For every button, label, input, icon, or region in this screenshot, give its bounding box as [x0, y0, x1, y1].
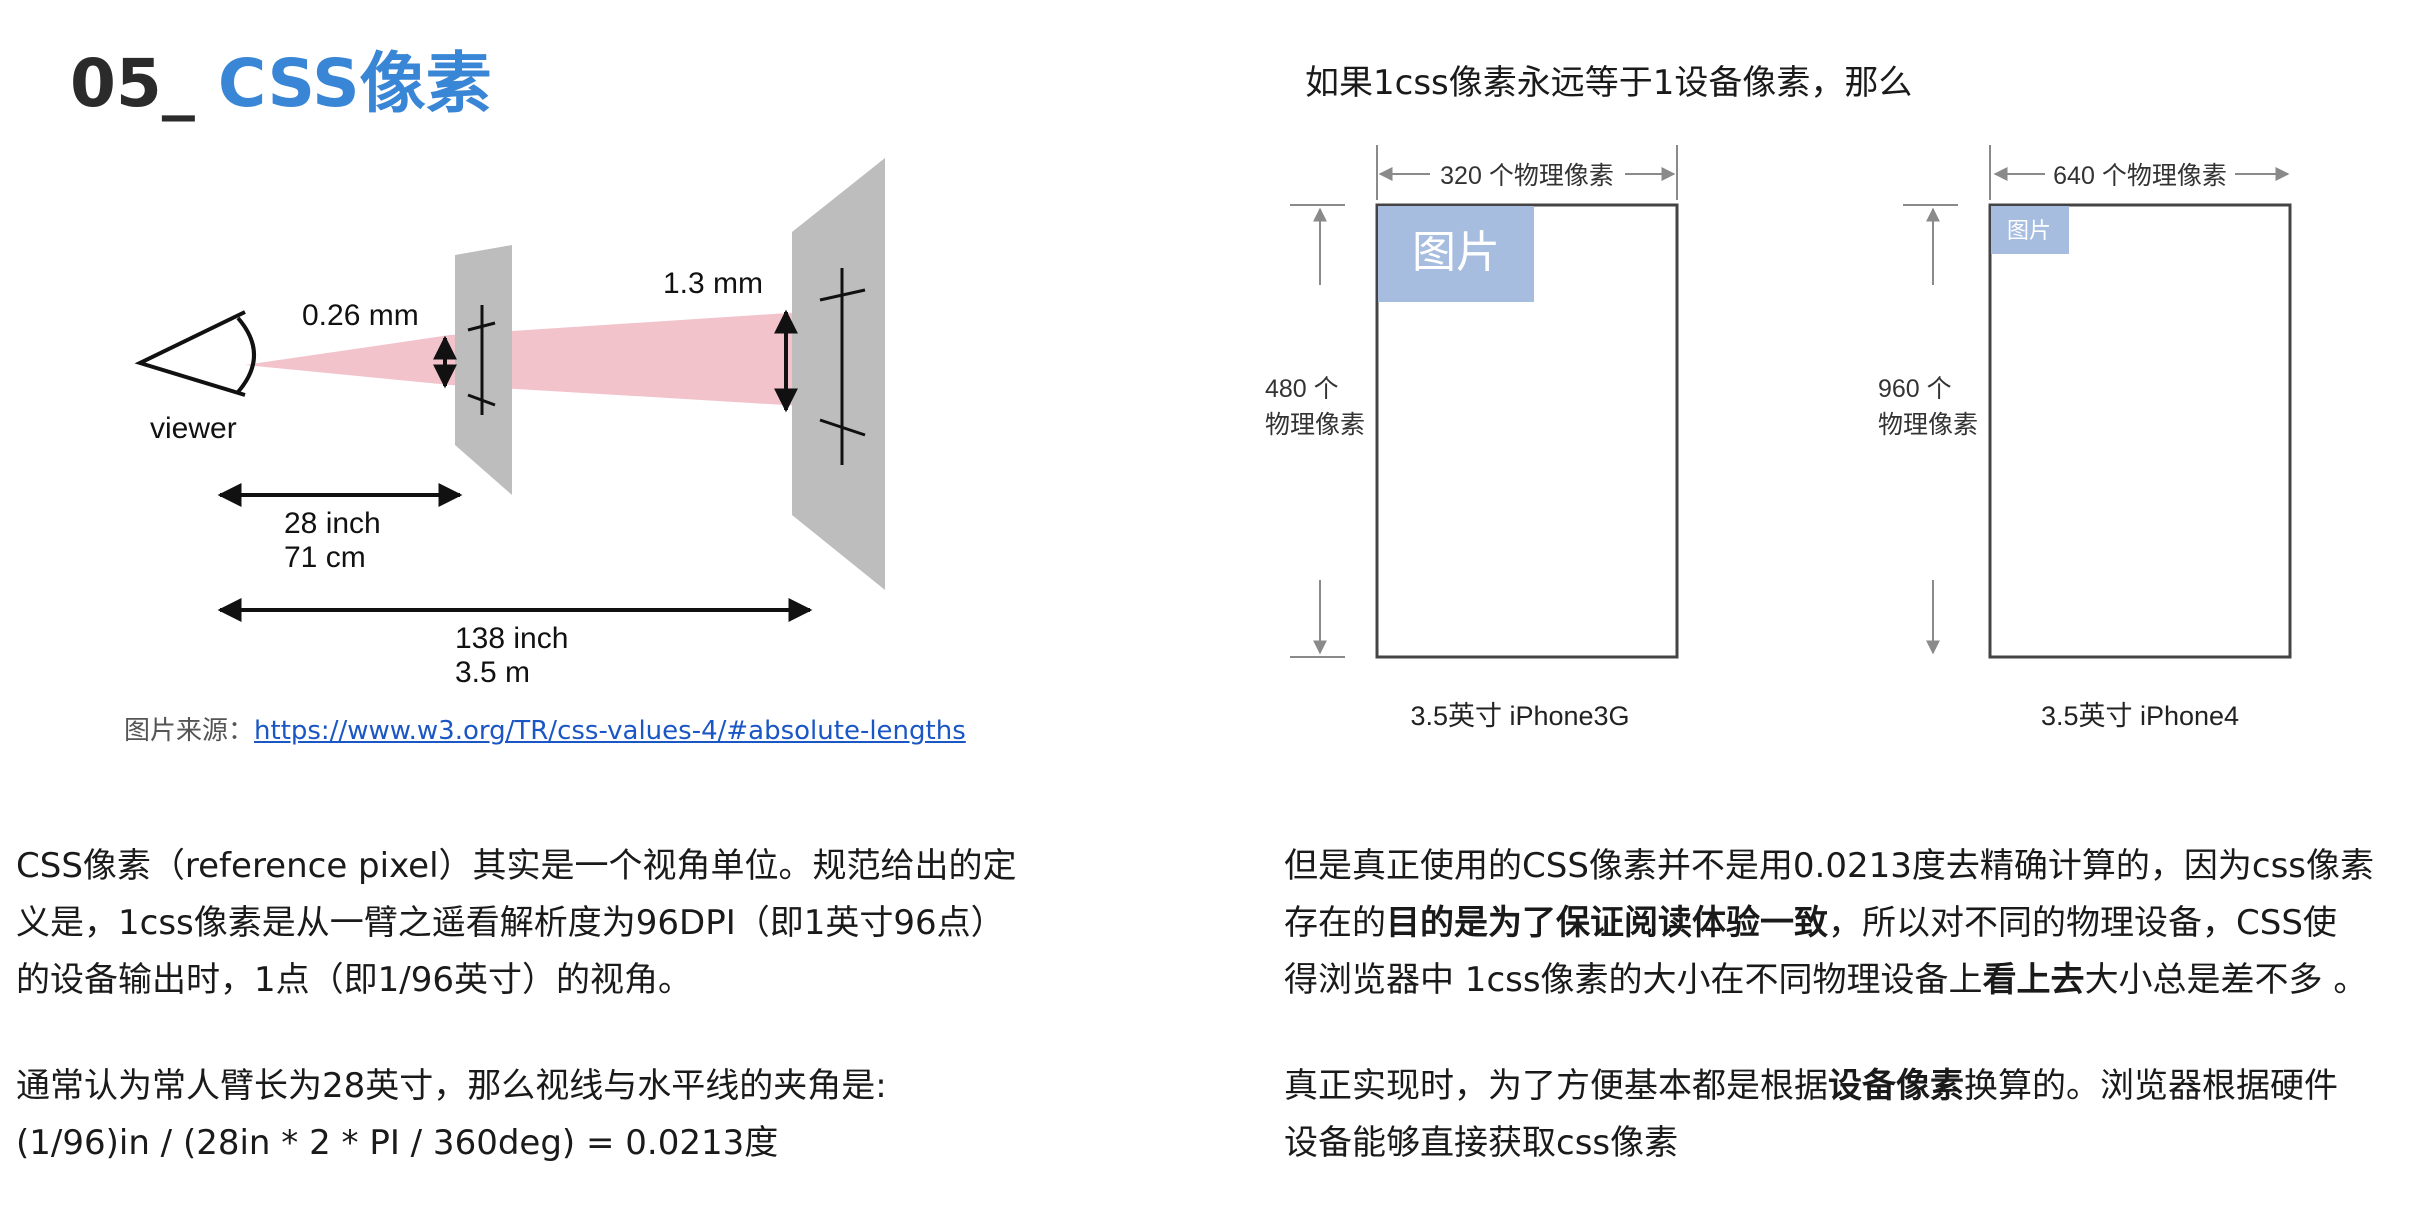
implementation-paragraph: 真正实现时，为了方便基本都是根据设备像素换算的。浏览器根据硬件 设备能够直接获取…	[1284, 1058, 2338, 1172]
formula-paragraph: 通常认为常人臂长为28英寸，那么视线与水平线的夹角是: (1/96)in / (…	[16, 1058, 887, 1172]
caption-label: 图片来源：	[124, 716, 255, 746]
phone1-width-label: 320 个物理像素	[1440, 162, 1614, 190]
phone2-image-label: 图片	[2007, 219, 2051, 244]
phone1-image-label: 图片	[1412, 227, 1500, 278]
section-number: 05_	[70, 45, 195, 122]
viewer-label: viewer	[150, 412, 237, 445]
near-distance-inch: 28 inch	[284, 507, 381, 540]
phone2-image	[1991, 206, 2069, 254]
text-span: 得浏览器中 1css像素的大小在不同物理设备上	[1284, 960, 1983, 1000]
purpose-paragraph: 但是真正使用的CSS像素并不是用0.0213度去精确计算的，因为css像素 存在…	[1284, 838, 2374, 1009]
definition-paragraph: CSS像素（reference pixel）其实是一个视角单位。规范给出的定 义…	[16, 838, 1017, 1009]
near-light-cone	[245, 335, 450, 385]
text-line: 的设备输出时，1点（即1/96英寸）的视角。	[16, 960, 692, 1000]
image-source-caption: 图片来源：https://www.w3.org/TR/css-values-4/…	[124, 710, 966, 747]
phone2-width-label: 640 个物理像素	[2053, 162, 2227, 190]
text-line: 但是真正使用的CSS像素并不是用0.0213度去精确计算的，因为css像素	[1284, 846, 2374, 886]
text-span: 换算的。浏览器根据硬件	[1964, 1066, 2338, 1106]
page-title: 05_ CSS像素	[70, 30, 492, 126]
text-line: CSS像素（reference pixel）其实是一个视角单位。规范给出的定	[16, 846, 1017, 886]
section-name: CSS像素	[194, 45, 492, 122]
viewing-angle-diagram: viewer 0.26 mm 1.3 mm 28 inch 71 cm 138 …	[134, 158, 885, 689]
phone1-caption: 3.5英寸 iPhone3G	[1410, 701, 1629, 731]
phone1-height-label-2: 物理像素	[1265, 411, 1365, 439]
phone2-height-label-1: 960 个	[1878, 375, 1952, 403]
text-line: 真正实现时，为了方便基本都是根据设备像素换算的。浏览器根据硬件	[1284, 1058, 2338, 1115]
phone-comparison-diagram: 320 个物理像素 480 个 物理像素 图片 3.5英寸 iPhone3G 6…	[1265, 145, 2292, 731]
text-span: 大小总是差不多 。	[2084, 960, 2368, 1000]
text-span: 存在的	[1284, 903, 1386, 943]
phone1-image	[1378, 206, 1534, 302]
near-distance-cm: 71 cm	[284, 541, 366, 574]
text-span: ，所以对不同的物理设备，CSS使	[1828, 903, 2337, 943]
source-link[interactable]: https://www.w3.org/TR/css-values-4/#abso…	[254, 716, 966, 746]
phone2-height-label-2: 物理像素	[1878, 411, 1978, 439]
far-light-cone	[450, 310, 835, 408]
far-size-label: 1.3 mm	[663, 267, 763, 300]
phone1-height-label-1: 480 个	[1265, 375, 1339, 403]
text-line: 通常认为常人臂长为28英寸，那么视线与水平线的夹角是:	[16, 1066, 887, 1106]
comparison-heading: 如果1css像素永远等于1设备像素，那么	[1305, 63, 1913, 103]
text-line: 得浏览器中 1css像素的大小在不同物理设备上看上去大小总是差不多 。	[1284, 952, 2374, 1009]
eye-icon	[134, 310, 246, 397]
iphone4-diagram: 640 个物理像素 960 个 物理像素 图片 3.5英寸 iPhone4	[1878, 145, 2292, 731]
iphone3g-diagram: 320 个物理像素 480 个 物理像素 图片 3.5英寸 iPhone3G	[1265, 145, 1679, 731]
bold-text: 目的是为了保证阅读体验一致	[1386, 903, 1828, 943]
text-line: 设备能够直接获取css像素	[1284, 1123, 1679, 1163]
phone2-screen	[1988, 203, 2292, 659]
bold-text: 看上去	[1982, 960, 2085, 1000]
bold-text: 设备像素	[1828, 1066, 1964, 1106]
near-size-label: 0.26 mm	[302, 299, 419, 332]
phone2-caption: 3.5英寸 iPhone4	[2041, 701, 2239, 731]
far-screen	[792, 158, 885, 590]
far-distance-m: 3.5 m	[455, 656, 530, 689]
text-line: 义是，1css像素是从一臂之遥看解析度为96DPI（即1英寸96点）	[16, 903, 1005, 943]
text-line: 存在的目的是为了保证阅读体验一致，所以对不同的物理设备，CSS使	[1284, 895, 2374, 952]
text-span: 真正实现时，为了方便基本都是根据	[1284, 1066, 1828, 1106]
far-distance-inch: 138 inch	[455, 622, 568, 655]
text-line: (1/96)in / (28in * 2 * PI / 360deg) = 0.…	[16, 1123, 779, 1163]
